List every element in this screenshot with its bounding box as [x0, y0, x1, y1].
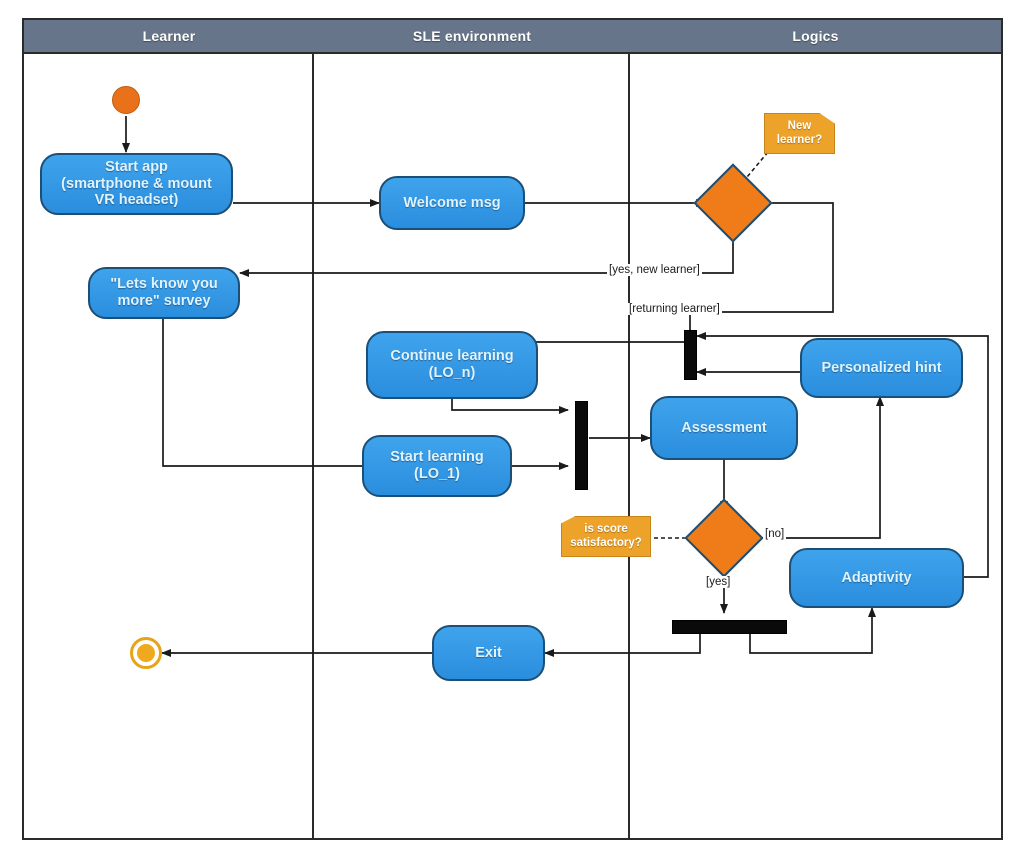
- activity-adaptivity[interactable]: Adaptivity: [789, 548, 964, 608]
- activity-start-app[interactable]: Start app (smartphone & mount VR headset…: [40, 153, 233, 215]
- merge-bar-top: [684, 330, 697, 380]
- note-score-satisfactory: is score satisfactory?: [561, 516, 651, 557]
- final-node: [130, 637, 162, 669]
- join-bar-learning: [575, 401, 588, 490]
- edge-label-no: [no]: [763, 528, 787, 540]
- note-new-learner: New learner?: [764, 113, 835, 154]
- swimlane-header-row: Learner SLE environment Logics: [24, 20, 1001, 54]
- swimlane-label-logics: Logics: [792, 28, 839, 44]
- activity-continue-learning[interactable]: Continue learning (LO_n): [366, 331, 538, 399]
- activity-exit[interactable]: Exit: [432, 625, 545, 681]
- swimlane-divider-1: [312, 54, 314, 838]
- activity-start-learning[interactable]: Start learning (LO_1): [362, 435, 512, 497]
- edge-label-yes: [yes]: [704, 576, 733, 588]
- initial-node: [112, 86, 140, 114]
- swimlane-label-sle: SLE environment: [412, 28, 532, 44]
- activity-survey[interactable]: "Lets know you more" survey: [88, 267, 240, 319]
- activity-assessment[interactable]: Assessment: [650, 396, 798, 460]
- swimlane-frame: Learner SLE environment Logics: [22, 18, 1003, 840]
- edge-label-yes-new-learner: [yes, new learner]: [607, 264, 702, 276]
- swimlane-header-logics: Logics: [630, 20, 1001, 52]
- activity-welcome-msg[interactable]: Welcome msg: [379, 176, 525, 230]
- swimlane-label-learner: Learner: [142, 28, 196, 44]
- swimlane-header-learner: Learner: [24, 20, 314, 52]
- swimlane-divider-2: [628, 54, 630, 838]
- fork-bar-bottom: [672, 620, 787, 634]
- swimlane-header-sle: SLE environment: [314, 20, 630, 52]
- activity-personalized-hint[interactable]: Personalized hint: [800, 338, 963, 398]
- edge-label-returning-learner: [returning learner]: [627, 303, 722, 315]
